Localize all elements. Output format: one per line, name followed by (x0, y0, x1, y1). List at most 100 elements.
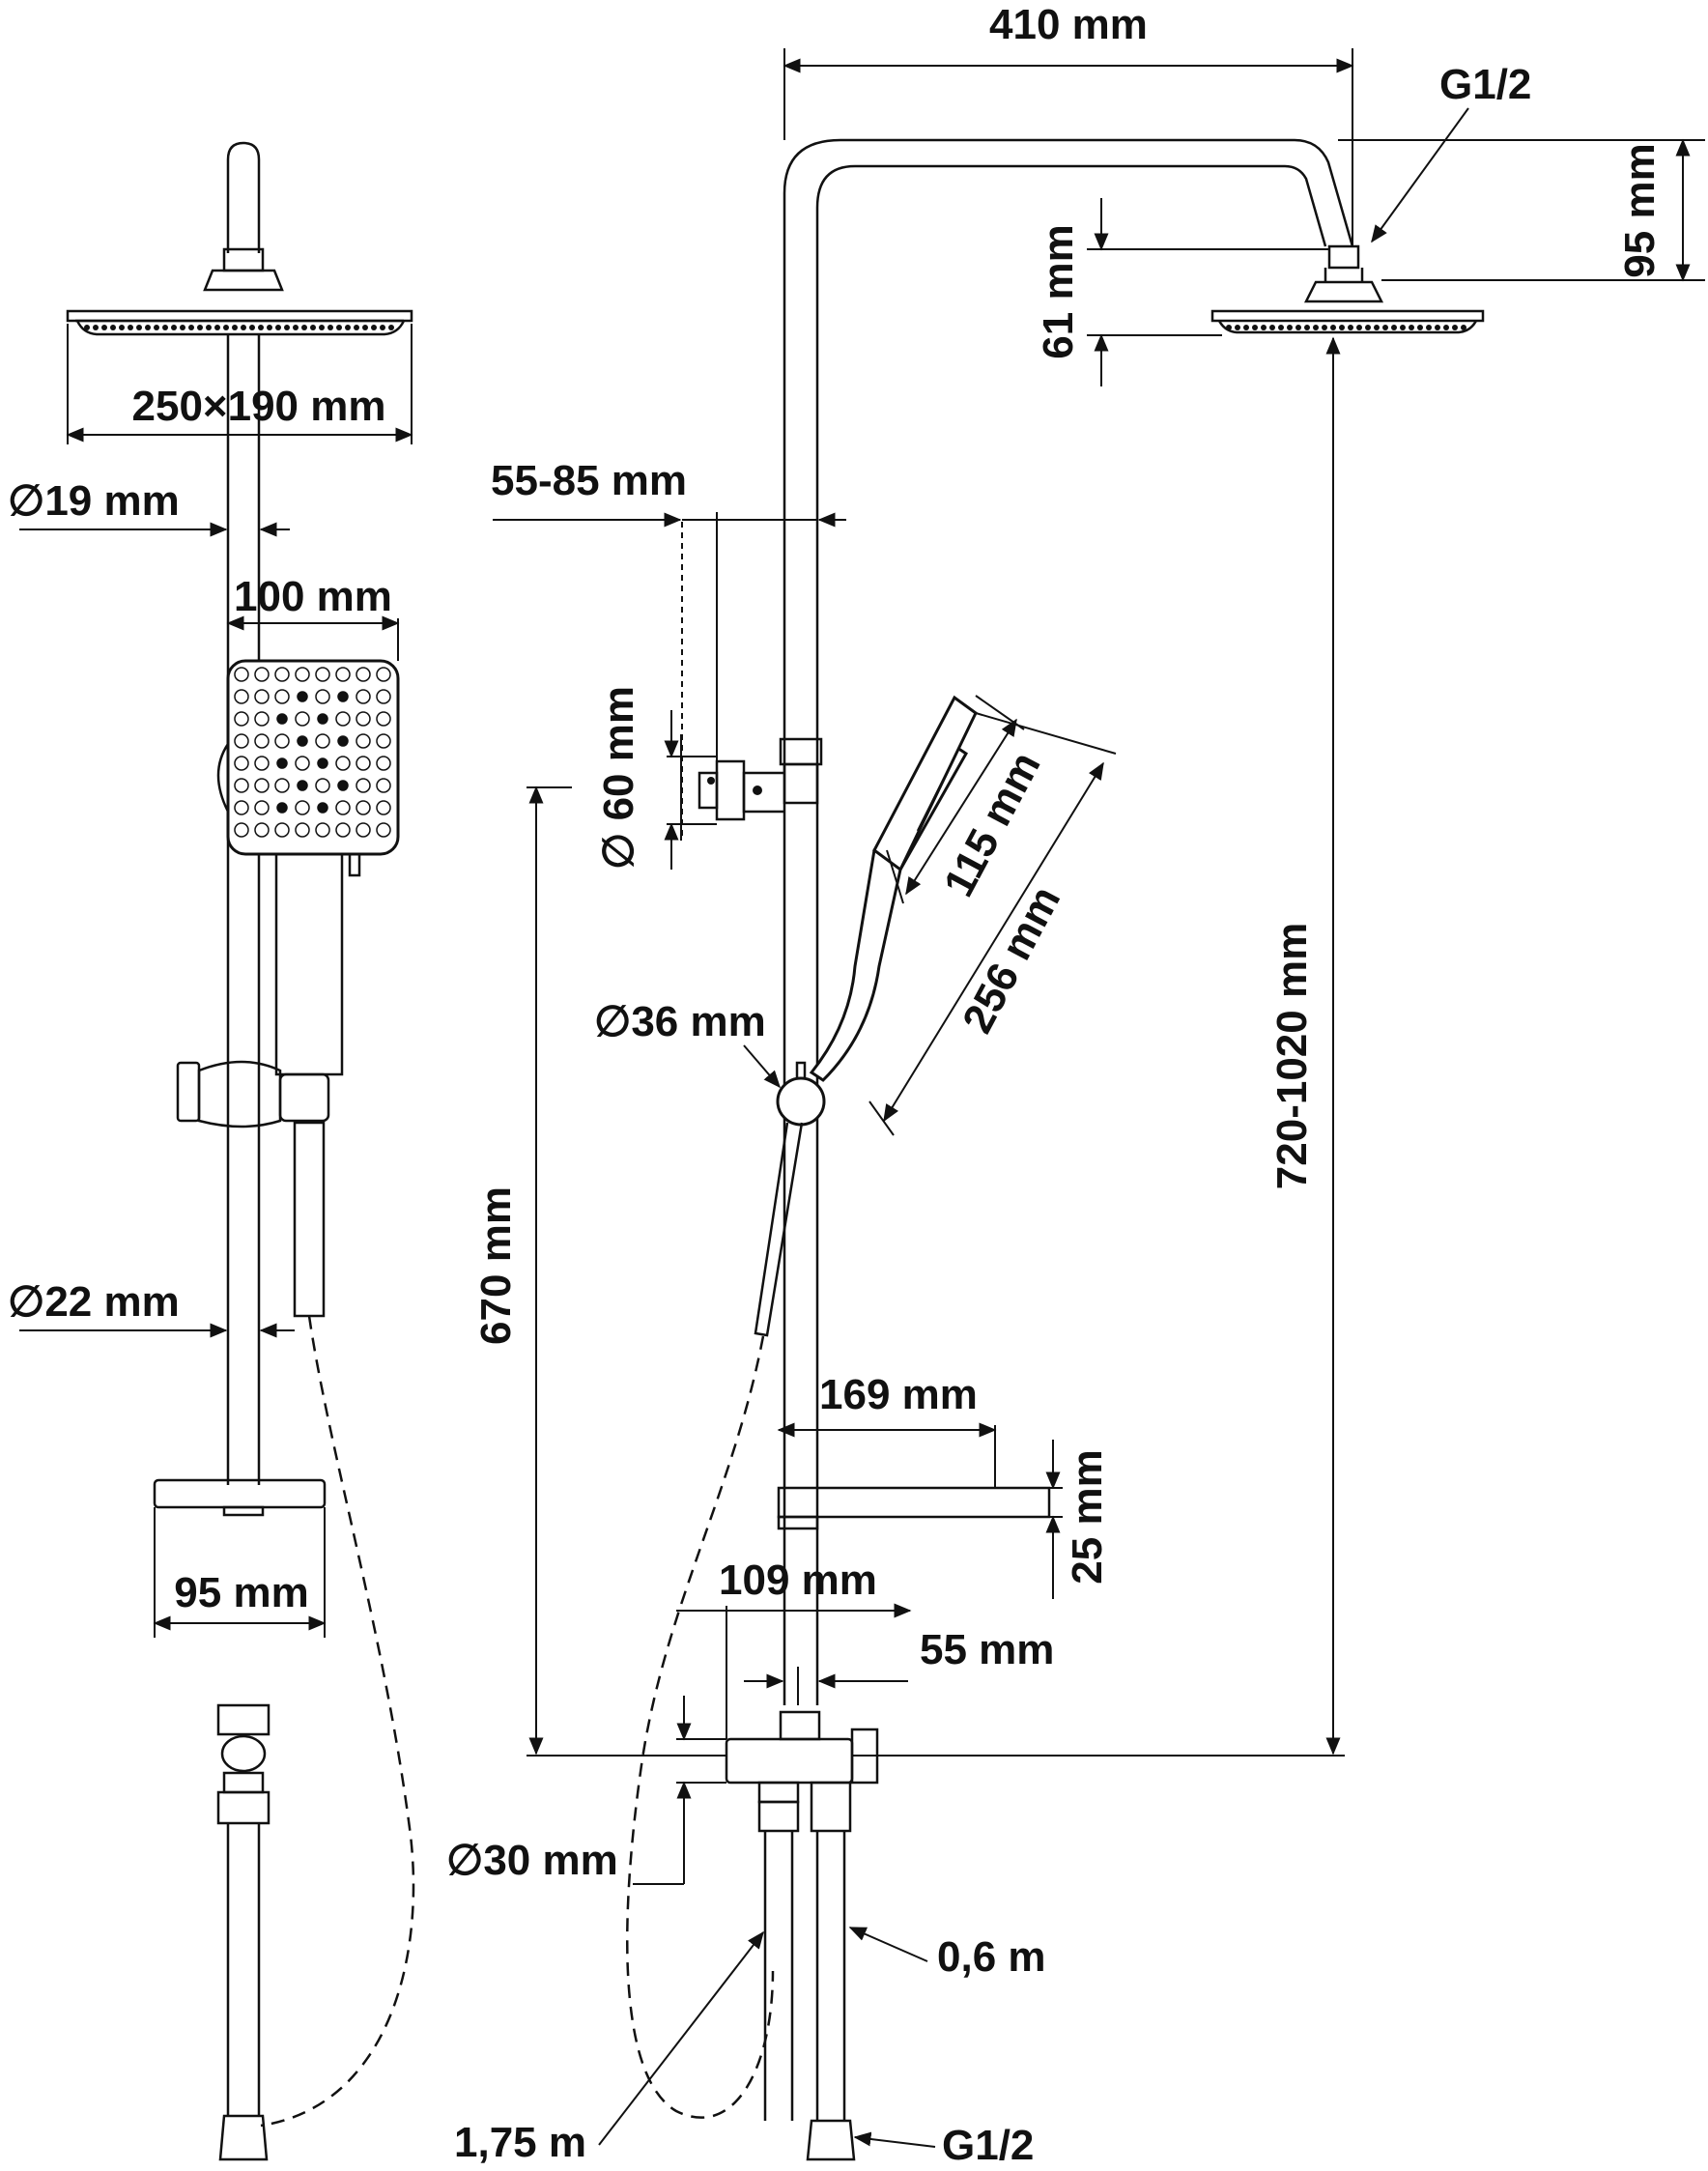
spray-nozzle (376, 822, 391, 838)
nozzle-dot (1426, 325, 1432, 330)
mixer-55-label: 55 mm (920, 1626, 1054, 1673)
spray-nozzle (295, 667, 310, 682)
spray-nozzle (376, 733, 391, 749)
nozzle-dot (1452, 325, 1458, 330)
nozzle-dot (145, 325, 151, 330)
nozzle-dot (380, 325, 385, 330)
spray-nozzle (356, 667, 371, 682)
shelf-25-label: 25 mm (1064, 1449, 1111, 1584)
nozzle-dot (206, 325, 212, 330)
nozzle-dot (1269, 325, 1275, 330)
nozzle-dot (197, 325, 203, 330)
spray-nozzle (297, 691, 308, 702)
nozzle-dot (180, 325, 185, 330)
spray-nozzle (295, 822, 310, 838)
dim-55: 55 mm (744, 1626, 1054, 1705)
slider-knob (776, 1076, 826, 1127)
nozzle-dot (1435, 325, 1440, 330)
spray-nozzle (254, 822, 270, 838)
nozzle-dot (154, 325, 159, 330)
nozzle-dot (1252, 325, 1258, 330)
spray-nozzle (317, 757, 328, 769)
spray-nozzle (276, 802, 288, 814)
mixer-front (216, 1703, 270, 2161)
dim-head-size: 250×190 mm (66, 324, 413, 444)
spray-nozzle (315, 733, 330, 749)
spray-nozzle (274, 689, 290, 704)
vertical-rail (226, 334, 261, 1485)
spray-nozzle (297, 735, 308, 747)
nozzle-dot (101, 325, 107, 330)
spray-nozzle (337, 735, 349, 747)
height-95-label: 95 mm (1616, 143, 1664, 277)
nozzle-dot (1295, 325, 1301, 330)
nozzle-dot (336, 325, 342, 330)
thread-bottom-label: G1/2 (942, 2122, 1034, 2169)
spray-nozzle (376, 800, 391, 815)
spray-nozzle (234, 800, 249, 815)
spray-nozzle (274, 667, 290, 682)
nozzle-dot (310, 325, 316, 330)
spray-nozzle (335, 667, 351, 682)
nozzle-dot (362, 325, 368, 330)
spray-nozzle (376, 689, 391, 704)
shelf-front (153, 1478, 327, 1517)
nozzle-dot (214, 325, 220, 330)
spray-nozzle (356, 800, 371, 815)
spray-nozzle (335, 756, 351, 771)
spray-nozzle (234, 756, 249, 771)
dim-shelf-95: 95 mm (153, 1507, 327, 1638)
hose-tube-side (754, 1122, 804, 1337)
nozzle-dot (162, 325, 168, 330)
nozzle-dot (1304, 325, 1310, 330)
spray-nozzle (335, 711, 351, 727)
hose-06-label: 0,6 m (937, 1933, 1046, 1981)
rain-shower-head-side (1210, 309, 1485, 334)
spray-nozzle (254, 800, 270, 815)
nozzle-dot (1243, 325, 1249, 330)
hand-len-256-label: 256 mm (954, 878, 1069, 1041)
spray-nozzle (276, 713, 288, 725)
spray-nozzle (315, 778, 330, 793)
hand-width-label: 100 mm (234, 573, 392, 620)
shower-arm (783, 138, 1384, 739)
nozzle-dot (1322, 325, 1327, 330)
spray-nozzle (234, 822, 249, 838)
mixer-side (725, 1710, 879, 2161)
dim-720-1020: 720-1020 mm (852, 336, 1345, 1757)
rain-shower-head (66, 309, 413, 336)
spray-nozzle (254, 756, 270, 771)
dim-169: 169 mm (777, 1371, 997, 1488)
nozzle-dot (1365, 325, 1371, 330)
dim-holder-60: ∅ 60 mm (595, 686, 717, 870)
nozzle-dot (275, 325, 281, 330)
dim-mixer-30: ∅30 mm (446, 1696, 726, 1885)
hand-shower-front (216, 659, 400, 1076)
height-61-label: 61 mm (1035, 224, 1082, 358)
tube-dia-22-label: ∅22 mm (8, 1278, 180, 1326)
dim-61: 61 mm (1035, 198, 1329, 386)
slider-dia-36-label: ∅36 mm (594, 998, 766, 1045)
shelf-side (777, 1486, 1051, 1530)
nozzle-dot (1382, 325, 1388, 330)
spray-nozzle (335, 822, 351, 838)
dim-rail-dia-19: ∅19 mm (8, 477, 290, 537)
nozzle-dot (327, 325, 333, 330)
spray-nozzle (356, 733, 371, 749)
nozzle-dot (1374, 325, 1380, 330)
spray-nozzle (234, 733, 249, 749)
dim-670: 670 mm (472, 786, 726, 1757)
nozzle-dot (354, 325, 359, 330)
spray-nozzle (315, 689, 330, 704)
nozzle-dot (1339, 325, 1345, 330)
spray-nozzle (254, 778, 270, 793)
spray-nozzle (356, 756, 371, 771)
spray-nozzle (295, 756, 310, 771)
nozzle-dot (293, 325, 299, 330)
spray-nozzle (376, 756, 391, 771)
dim-55-85: 55-85 mm (491, 457, 846, 541)
side-view: 410 mm G1/2 95 mm 61 mm 55-85 mm (446, 1, 1705, 2169)
dim-slider-36: ∅36 mm (594, 998, 781, 1089)
nozzle-dot (1417, 325, 1423, 330)
nozzle-dot (1226, 325, 1232, 330)
